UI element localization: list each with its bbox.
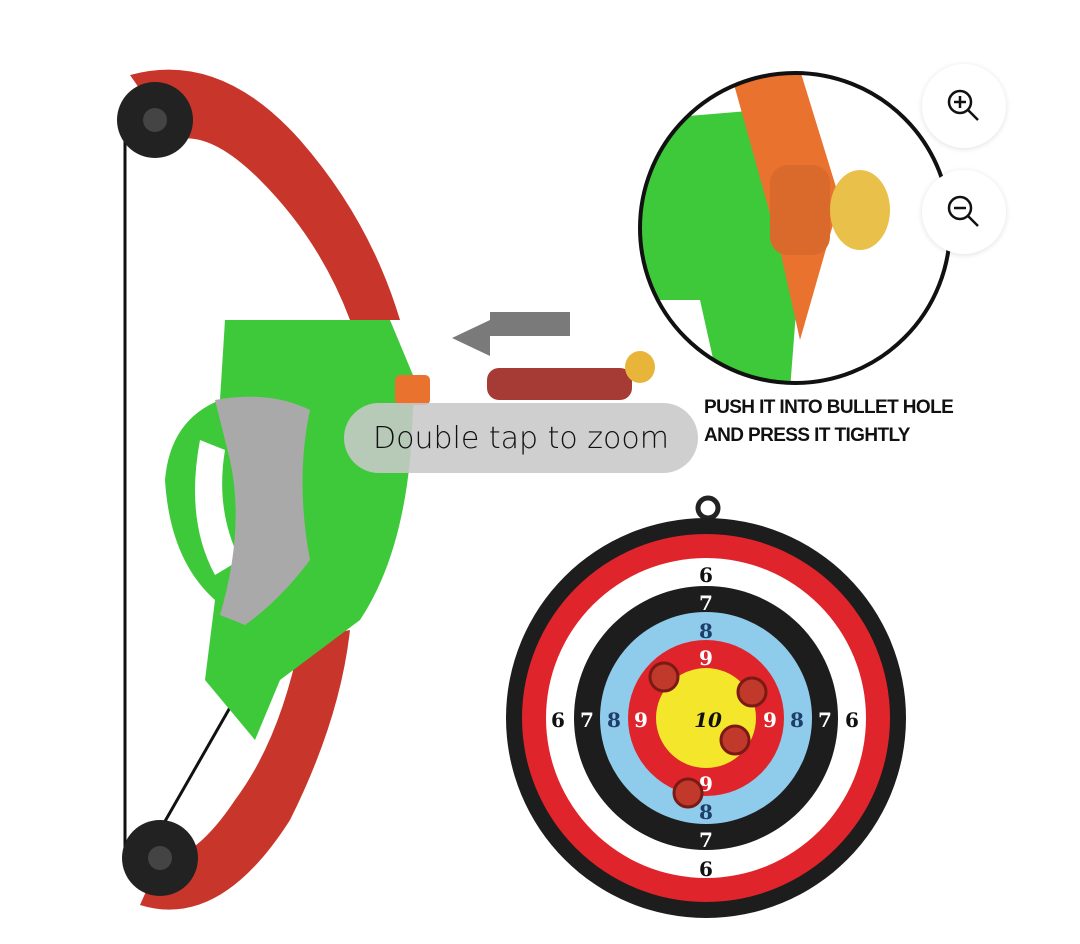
ring-label-6-bottom: 6 <box>699 857 713 881</box>
caption-line-2: AND PRESS IT TIGHTLY <box>704 425 910 446</box>
foam-dart <box>487 368 632 400</box>
lower-cam-hub <box>148 846 172 870</box>
bow-grip <box>215 396 310 625</box>
magnifier-minus-icon <box>947 195 979 227</box>
ring-label-8-bottom: 8 <box>699 800 713 824</box>
ring-label-9-right: 9 <box>763 708 777 732</box>
tooltip-text: Double tap to zoom <box>373 420 669 456</box>
ring-label-9-left: 9 <box>634 708 648 732</box>
magnifier-plus-icon <box>947 89 979 121</box>
zoom-in-button[interactable] <box>922 64 1006 148</box>
target-board: 6 6 6 6 7 7 7 7 8 8 8 8 9 9 9 9 10 <box>506 495 906 918</box>
ring-label-9-top: 9 <box>699 646 713 670</box>
ring-label-8-top: 8 <box>699 619 713 643</box>
bow-upper-limb <box>130 69 400 320</box>
caption-line-1: PUSH IT INTO BULLET HOLE <box>704 397 954 418</box>
ring-label-6-top: 6 <box>699 563 713 587</box>
stuck-darts <box>648 661 768 809</box>
ring-label-6-right: 6 <box>845 708 859 732</box>
zoom-out-button[interactable] <box>922 170 1006 254</box>
double-tap-tooltip: Double tap to zoom <box>344 403 698 473</box>
ring-label-10: 10 <box>694 708 722 732</box>
magnified-inset <box>638 71 952 385</box>
direction-arrow <box>452 312 570 356</box>
bullet-hole <box>395 375 430 405</box>
ring-label-7-bottom: 7 <box>699 828 713 852</box>
ring-label-8-left: 8 <box>607 708 621 732</box>
ring-label-7-left: 7 <box>580 708 594 732</box>
ring-label-7-right: 7 <box>818 708 832 732</box>
bow-finger-hole <box>195 440 240 575</box>
dart-tip <box>625 351 655 383</box>
ring-label-6-left: 6 <box>551 708 565 732</box>
ring-label-8-right: 8 <box>790 708 804 732</box>
bow-lower-limb <box>140 630 350 910</box>
upper-cam-hub <box>143 108 167 132</box>
ring-label-7-top: 7 <box>699 591 713 615</box>
bow-string-lower <box>158 689 242 831</box>
